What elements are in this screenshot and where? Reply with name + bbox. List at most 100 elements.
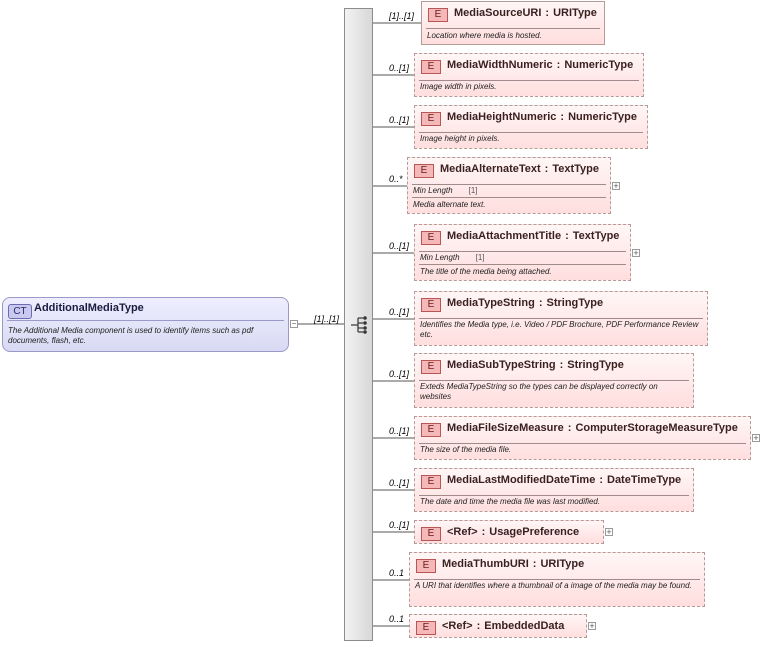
type-separator: : <box>476 620 481 632</box>
divider <box>7 320 284 321</box>
element-badge: E <box>416 621 436 635</box>
element-name-text: <Ref> <box>447 526 478 538</box>
facet-value: [1] <box>475 253 485 262</box>
divider <box>419 264 626 265</box>
element-name: MediaSourceURI:URIType <box>454 7 597 19</box>
element-name: MediaAlternateText:TextType <box>440 163 599 175</box>
element-occurrence: 0..1 <box>389 568 405 578</box>
element-occurrence: 0..[1] <box>389 426 410 436</box>
type-separator: : <box>538 297 543 309</box>
element-box[interactable]: E <Ref>:EmbeddedData <box>409 614 587 638</box>
element-documentation: Image height in pixels. <box>420 134 500 143</box>
element-type: ComputerStorageMeasureType <box>575 422 738 434</box>
element-type: EmbeddedData <box>484 620 565 632</box>
divider <box>419 318 703 319</box>
divider <box>419 443 746 444</box>
element-type: TextType <box>552 163 599 175</box>
element-type: URIType <box>553 7 597 19</box>
element-name-text: MediaFileSizeMeasure <box>447 422 564 434</box>
divider <box>419 80 639 81</box>
element-occurrence: 0..1 <box>389 614 405 624</box>
facet-label: Min Length <box>413 186 453 195</box>
element-name: MediaSubTypeString:StringType <box>447 359 624 371</box>
collapse-icon[interactable]: − <box>290 319 298 328</box>
facet-label: Min Length <box>420 253 460 262</box>
facet-value: [1] <box>468 186 478 195</box>
element-name: MediaLastModifiedDateTime:DateTimeType <box>447 474 681 486</box>
element-name-text: MediaTypeString <box>447 297 535 309</box>
element-occurrence: 0..[1] <box>389 520 410 530</box>
element-occurrence: 0..[1] <box>389 63 410 73</box>
element-documentation: The title of the media being attached. <box>420 267 552 276</box>
element-badge: E <box>421 60 441 74</box>
element-badge: E <box>421 360 441 374</box>
expand-icon[interactable]: + <box>612 181 620 191</box>
type-separator: : <box>560 111 565 123</box>
type-separator: : <box>599 474 603 486</box>
type-separator: : <box>567 422 572 434</box>
complex-type-badge: CT <box>8 304 32 319</box>
element-documentation: Image width in pixels. <box>420 82 497 91</box>
divider <box>412 197 606 198</box>
element-name: <Ref>:UsagePreference <box>447 526 579 538</box>
element-badge: E <box>421 298 441 312</box>
element-type: TextType <box>572 230 620 242</box>
divider <box>412 184 606 185</box>
element-occurrence: 0..* <box>389 174 403 184</box>
expand-icon[interactable]: + <box>632 248 640 258</box>
sequence-icon[interactable] <box>350 316 370 334</box>
element-documentation: The date and time the media file was las… <box>420 497 601 506</box>
type-separator: : <box>481 526 486 538</box>
element-occurrence: 0..[1] <box>389 369 410 379</box>
type-separator: : <box>532 558 537 570</box>
element-name-text: MediaSubTypeString <box>447 359 556 371</box>
element-box[interactable]: E MediaFileSizeMeasure:ComputerStorageMea… <box>414 416 751 460</box>
type-separator: : <box>565 230 569 242</box>
divider <box>414 579 700 580</box>
element-box[interactable]: E <Ref>:UsagePreference <box>414 520 604 544</box>
element-occurrence: 0..[1] <box>389 115 410 125</box>
element-documentation: A URI that identifies where a thumbnail … <box>415 581 692 590</box>
element-badge: E <box>421 231 441 245</box>
element-type: StringType <box>567 359 624 371</box>
element-documentation: Media alternate text. <box>413 200 486 209</box>
type-separator: : <box>544 163 549 175</box>
divider <box>419 495 689 496</box>
element-badge: E <box>421 527 441 541</box>
expand-icon[interactable]: + <box>752 433 760 443</box>
element-name-text: MediaAlternateText <box>440 163 541 175</box>
element-documentation: Identifies the Media type, i.e. Video / … <box>420 320 699 339</box>
element-occurrence: 0..[1] <box>389 478 410 488</box>
expand-icon[interactable]: + <box>588 621 596 631</box>
element-name: MediaFileSizeMeasure:ComputerStorageMeas… <box>447 422 738 434</box>
type-separator: : <box>545 7 550 19</box>
element-name: MediaAttachmentTitle:TextType <box>447 230 619 242</box>
divider <box>419 380 689 381</box>
element-name: MediaTypeString:StringType <box>447 297 603 309</box>
complex-type-documentation: The Additional Media component is used t… <box>8 326 254 345</box>
element-occurrence: [1]..[1] <box>389 11 415 21</box>
element-type: StringType <box>546 297 604 309</box>
element-type: NumericType <box>568 111 637 123</box>
complex-type-name: AdditionalMediaType <box>34 302 144 314</box>
element-badge: E <box>414 164 434 178</box>
element-name: <Ref>:EmbeddedData <box>442 620 564 632</box>
divider <box>419 132 643 133</box>
element-badge: E <box>421 423 441 437</box>
complex-type-box[interactable]: CT AdditionalMediaType The Additional Me… <box>2 297 289 352</box>
element-name-text: MediaHeightNumeric <box>447 111 557 123</box>
expand-icon[interactable]: + <box>605 527 613 537</box>
element-documentation: Exteds MediaTypeString so the types can … <box>420 382 658 401</box>
element-name-text: MediaSourceURI <box>454 7 542 19</box>
element-name: MediaWidthNumeric:NumericType <box>447 59 633 71</box>
element-documentation: Location where media is hosted. <box>427 31 542 40</box>
